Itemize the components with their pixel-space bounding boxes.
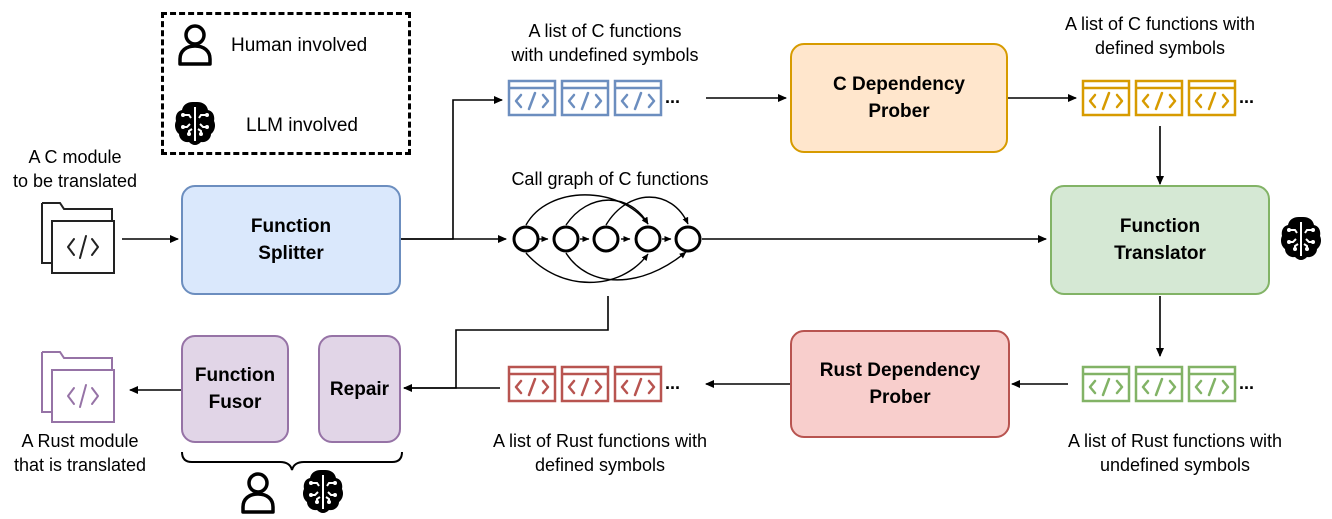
function-fusor-box: Function Fusor — [181, 335, 289, 443]
code-window-icon — [507, 79, 557, 117]
legend-human-label: Human involved — [231, 35, 368, 56]
rust-defined-label-line2: defined symbols — [534, 455, 666, 475]
input-label-line2: to be translated — [12, 171, 138, 191]
code-window-icon — [560, 79, 610, 117]
call-graph — [512, 194, 702, 283]
call-graph-node-4 — [634, 225, 662, 253]
call-graph-label: Call graph of C functions — [511, 169, 709, 189]
connectors — [122, 94, 1164, 394]
c-dependency-prober-label: C Dependency Prober — [833, 74, 965, 122]
code-window-icon — [1081, 365, 1131, 403]
function-fusor-label: Function Fusor — [194, 365, 276, 413]
rust-dependency-prober-box: Rust Dependency Prober — [790, 330, 1010, 438]
input-label-line1: A C module — [28, 147, 122, 167]
output-label-line1: A Rust module — [21, 431, 139, 451]
c-defined-label-line2: defined symbols — [1094, 38, 1226, 58]
group-brace — [181, 451, 403, 471]
function-translator-label: Function Translator — [1114, 216, 1206, 264]
c-defined-list — [1081, 79, 1237, 117]
rust-undefined-label-line1: A list of Rust functions with — [1067, 431, 1283, 451]
call-graph-node-5 — [674, 225, 702, 253]
code-window-icon — [613, 365, 663, 403]
code-window-icon — [1081, 79, 1131, 117]
call-graph-node-1 — [512, 225, 540, 253]
brain-icon — [1280, 216, 1322, 261]
function-splitter-label: Function Splitter — [250, 216, 332, 264]
rust-defined-list — [507, 365, 663, 403]
c-undefined-list — [507, 79, 663, 117]
code-window-icon — [507, 365, 557, 403]
c-defined-ellipsis: ... — [1239, 87, 1255, 107]
c-undefined-label-line1: A list of C functions — [528, 21, 682, 41]
rust-undefined-label-line2: undefined symbols — [1099, 455, 1251, 475]
rust-undefined-ellipsis: ... — [1239, 373, 1255, 393]
c-defined-label-line1: A list of C functions with — [1064, 14, 1256, 34]
repair-box: Repair — [318, 335, 401, 443]
code-window-icon — [1134, 365, 1184, 403]
function-translator-box: Function Translator — [1050, 185, 1270, 295]
rust-defined-label-line1: A list of Rust functions with — [492, 431, 708, 451]
rust-dependency-prober-label: Rust Dependency Prober — [819, 360, 981, 408]
code-window-icon — [1187, 365, 1237, 403]
call-graph-node-3 — [592, 225, 620, 253]
c-undefined-ellipsis: ... — [665, 87, 681, 107]
rust-defined-ellipsis: ... — [665, 373, 681, 393]
code-window-icon — [1187, 79, 1237, 117]
code-window-icon — [1134, 79, 1184, 117]
brain-icon — [302, 469, 344, 514]
repair-label: Repair — [329, 378, 390, 400]
legend-llm-label: LLM involved — [246, 115, 358, 136]
rust-undefined-list — [1081, 365, 1237, 403]
code-window-icon — [560, 365, 610, 403]
folder-code-icon — [41, 351, 115, 423]
person-icon — [241, 472, 275, 514]
folder-code-icon — [41, 202, 115, 274]
legend — [161, 12, 411, 155]
c-undefined-label-line2: with undefined symbols — [511, 45, 699, 65]
c-dependency-prober-box: C Dependency Prober — [790, 43, 1008, 153]
output-label-line2: that is translated — [13, 455, 147, 475]
function-splitter-box: Function Splitter — [181, 185, 401, 295]
code-window-icon — [613, 79, 663, 117]
call-graph-node-2 — [552, 225, 580, 253]
